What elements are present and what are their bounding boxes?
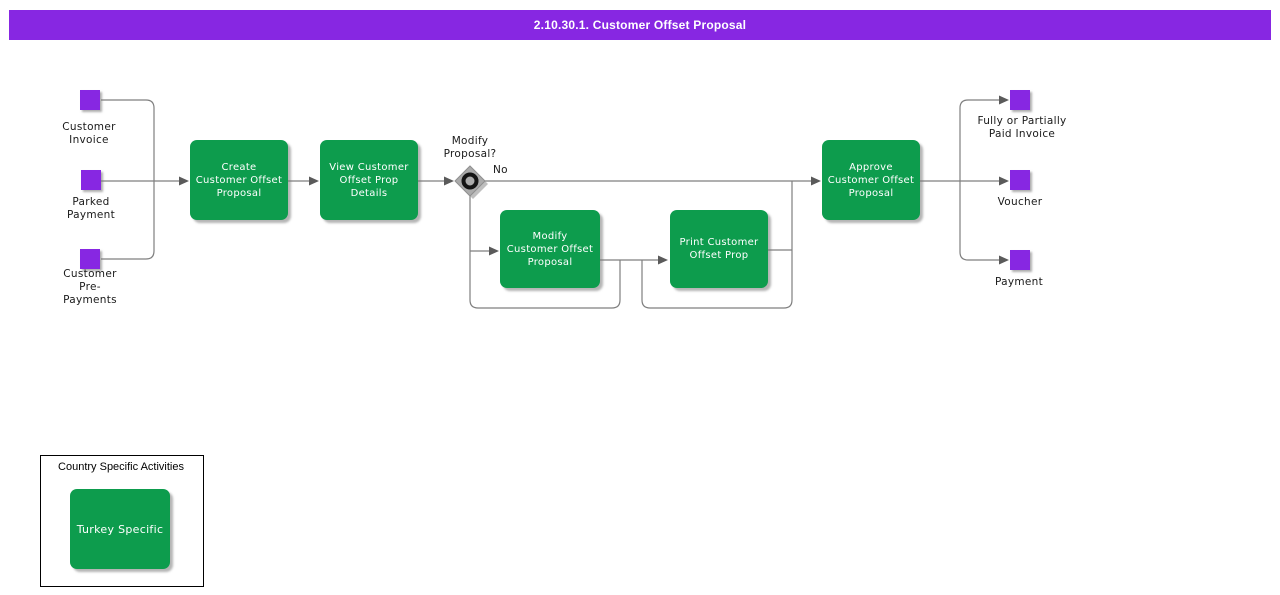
decision-gateway-icon — [454, 165, 486, 197]
task-approve-customer-offset-proposal[interactable]: Approve Customer Offset Proposal — [822, 140, 920, 220]
task-view-customer-offset-prop-details[interactable]: View Customer Offset Prop Details — [320, 140, 418, 220]
arrowhead — [999, 255, 1009, 265]
output-event-label: Payment — [994, 276, 1044, 288]
input-event-label: Customer Pre- Payments — [63, 268, 117, 306]
input-event-label: Customer Invoice — [62, 121, 116, 146]
connector-line — [641, 181, 793, 309]
gateway-ring-icon — [461, 172, 479, 190]
decision-question-label: Modify Proposal? — [443, 135, 497, 160]
output-event-voucher — [1010, 170, 1030, 190]
task-turkey-specific[interactable]: Turkey Specific — [70, 489, 170, 569]
process-title-bar: 2.10.30.1. Customer Offset Proposal — [9, 10, 1271, 40]
task-modify-customer-offset-proposal[interactable]: Modify Customer Offset Proposal — [500, 210, 600, 288]
arrowhead — [444, 176, 454, 186]
input-event-customer-invoice — [80, 90, 100, 110]
task-create-customer-offset-proposal[interactable]: Create Customer Offset Proposal — [190, 140, 288, 220]
input-event-parked-payment — [81, 170, 101, 190]
country-specific-activities-title: Country Specific Activities — [58, 461, 184, 473]
output-event-label: Voucher — [997, 196, 1043, 208]
input-event-customer-pre-payments — [80, 249, 100, 269]
connector-line — [469, 196, 621, 309]
arrowhead — [309, 176, 319, 186]
arrowhead — [999, 176, 1009, 186]
connector-line — [959, 181, 999, 261]
arrowhead — [658, 255, 668, 265]
output-event-payment — [1010, 250, 1030, 270]
arrowhead — [811, 176, 821, 186]
output-event-label: Fully or Partially Paid Invoice — [977, 115, 1067, 140]
arrowhead — [179, 176, 189, 186]
connector-line — [101, 99, 155, 260]
input-event-label: Parked Payment — [66, 196, 116, 221]
output-event-paid-invoice — [1010, 90, 1030, 110]
connector-line — [959, 99, 999, 181]
no-branch-label: No — [493, 164, 508, 176]
arrowhead — [999, 95, 1009, 105]
task-print-customer-offset-prop[interactable]: Print Customer Offset Prop — [670, 210, 768, 288]
arrowhead — [489, 246, 499, 256]
